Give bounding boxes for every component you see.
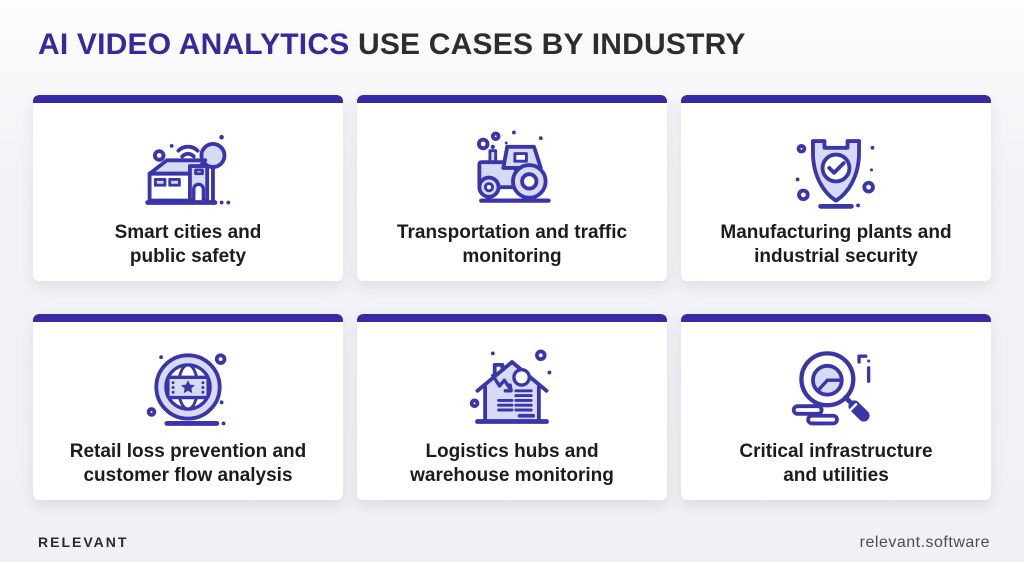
magnifier-pie-icon xyxy=(788,332,884,440)
card-critical-infrastructure: Critical infrastructure and utilities xyxy=(681,314,991,500)
globe-retail-icon xyxy=(140,332,236,440)
card-label-logistics: Logistics hubs and warehouse monitoring xyxy=(410,441,614,486)
page-title-highlight: AI VIDEO ANALYTICS xyxy=(38,28,350,61)
card-label-retail: Retail loss prevention and customer flow… xyxy=(69,441,307,486)
page-title: AI VIDEO ANALYTICS USE CASES BY INDUSTRY xyxy=(38,28,986,62)
card-accent-bar xyxy=(33,314,343,322)
footer: RELEVANT relevant.software xyxy=(38,534,990,552)
card-manufacturing: Manufacturing plants and industrial secu… xyxy=(681,95,991,281)
warehouse-chart-icon xyxy=(464,332,560,440)
use-case-grid: Smart cities and public safety xyxy=(33,95,991,500)
smart-city-icon xyxy=(140,113,236,221)
relevant-logo: RELEVANT xyxy=(38,534,129,550)
card-accent-bar xyxy=(33,95,343,103)
card-label-critical-infrastructure: Critical infrastructure and utilities xyxy=(739,441,933,486)
page-title-rest: USE CASES BY INDUSTRY xyxy=(349,28,746,61)
card-label-smart-cities: Smart cities and public safety xyxy=(114,222,262,267)
card-accent-bar xyxy=(357,314,667,322)
card-logistics: Logistics hubs and warehouse monitoring xyxy=(357,314,667,500)
card-accent-bar xyxy=(681,314,991,322)
card-accent-bar xyxy=(681,95,991,103)
tractor-icon xyxy=(464,113,560,221)
website-link[interactable]: relevant.software xyxy=(859,534,990,551)
card-transportation: Transportation and traffic monitoring xyxy=(357,95,667,281)
card-smart-cities: Smart cities and public safety xyxy=(33,95,343,281)
header: AI VIDEO ANALYTICS USE CASES BY INDUSTRY xyxy=(0,0,1024,62)
shield-check-icon xyxy=(788,113,884,221)
card-label-manufacturing: Manufacturing plants and industrial secu… xyxy=(720,222,952,267)
card-label-transportation: Transportation and traffic monitoring xyxy=(396,222,628,267)
card-accent-bar xyxy=(357,95,667,103)
card-retail: Retail loss prevention and customer flow… xyxy=(33,314,343,500)
